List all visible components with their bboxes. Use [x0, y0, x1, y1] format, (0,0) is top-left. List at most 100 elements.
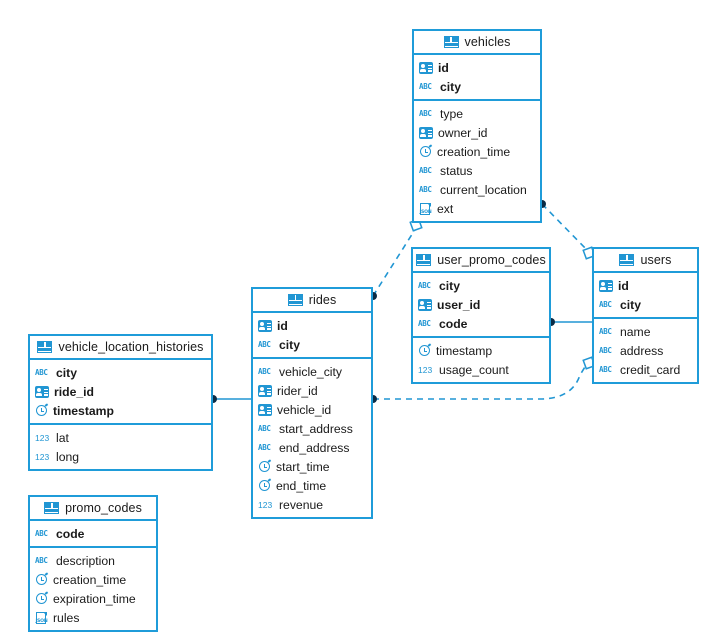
field-row[interactable]: JSON ext: [414, 199, 540, 218]
string-type-icon: ABC: [258, 366, 271, 376]
field-row[interactable]: start_time: [253, 457, 371, 476]
field-name: type: [440, 106, 464, 121]
field-row[interactable]: JSON rules: [30, 608, 156, 627]
field-row[interactable]: id: [253, 316, 371, 335]
field-name: city: [620, 297, 642, 312]
field-row[interactable]: timestamp: [30, 401, 211, 420]
string-type-icon: ABC: [35, 367, 48, 377]
field-row[interactable]: creation_time: [30, 570, 156, 589]
field-row[interactable]: ABC start_address: [253, 419, 371, 438]
json-type-icon: JSON: [35, 611, 48, 624]
table-title: users: [640, 253, 672, 267]
table-header-rides[interactable]: rides: [253, 289, 371, 313]
field-name: rider_id: [277, 383, 318, 398]
field-name: id: [618, 278, 629, 293]
field-row[interactable]: timestamp: [413, 341, 549, 360]
field-row[interactable]: ride_id: [30, 382, 211, 401]
field-name: end_address: [279, 440, 350, 455]
field-name: code: [439, 316, 468, 331]
field-name: ext: [437, 201, 454, 216]
field-name: rules: [53, 610, 80, 625]
field-name: expiration_time: [53, 591, 136, 606]
field-name: revenue: [279, 497, 324, 512]
table-grid-icon: [416, 254, 432, 266]
field-name: vehicle_city: [279, 364, 342, 379]
field-name: city: [279, 337, 301, 352]
field-name: description: [56, 553, 115, 568]
timestamp-type-icon: [35, 591, 49, 605]
uuid-key-icon: [35, 385, 49, 398]
table-grid-icon: [287, 294, 303, 306]
field-row[interactable]: ABC type: [414, 104, 540, 123]
string-type-icon: ABC: [258, 423, 271, 433]
field-row[interactable]: creation_time: [414, 142, 540, 161]
string-type-icon: ABC: [599, 364, 612, 374]
uuid-key-icon: [418, 298, 432, 311]
table-header-user_promo_codes[interactable]: user_promo_codes: [413, 249, 549, 273]
field-row[interactable]: ABC vehicle_city: [253, 362, 371, 381]
string-type-icon: ABC: [419, 108, 432, 118]
field-name: id: [438, 60, 449, 75]
timestamp-type-icon: [258, 459, 272, 473]
field-row[interactable]: id: [594, 276, 697, 295]
table-grid-icon: [44, 502, 60, 514]
table-header-promo_codes[interactable]: promo_codes: [30, 497, 156, 521]
string-type-icon: ABC: [418, 280, 431, 290]
uuid-key-icon: [258, 319, 272, 332]
field-row[interactable]: user_id: [413, 295, 549, 314]
json-type-icon: JSON: [419, 202, 432, 215]
table-header-vehicles[interactable]: vehicles: [414, 31, 540, 55]
field-row[interactable]: vehicle_id: [253, 400, 371, 419]
field-row[interactable]: expiration_time: [30, 589, 156, 608]
field-name: id: [277, 318, 288, 333]
field-row[interactable]: end_time: [253, 476, 371, 495]
timestamp-type-icon: [35, 403, 49, 417]
field-row[interactable]: owner_id: [414, 123, 540, 142]
uuid-key-icon: [419, 61, 433, 74]
field-name: end_time: [276, 478, 327, 493]
field-name: ride_id: [54, 384, 94, 399]
relationship-vehicle-location-histories-to-rides: [209, 395, 251, 403]
field-name: timestamp: [53, 403, 114, 418]
uuid-key-icon: [258, 403, 272, 416]
table-title: promo_codes: [65, 501, 142, 515]
field-row[interactable]: rider_id: [253, 381, 371, 400]
relationship-user-promo-codes-to-users: [547, 318, 592, 326]
field-row[interactable]: id: [414, 58, 540, 77]
field-name: start_address: [279, 421, 353, 436]
table-header-users[interactable]: users: [594, 249, 697, 273]
field-name: name: [620, 324, 651, 339]
table-header-vehicle_location_histories[interactable]: vehicle_location_histories: [30, 336, 211, 360]
string-type-icon: ABC: [419, 184, 432, 194]
